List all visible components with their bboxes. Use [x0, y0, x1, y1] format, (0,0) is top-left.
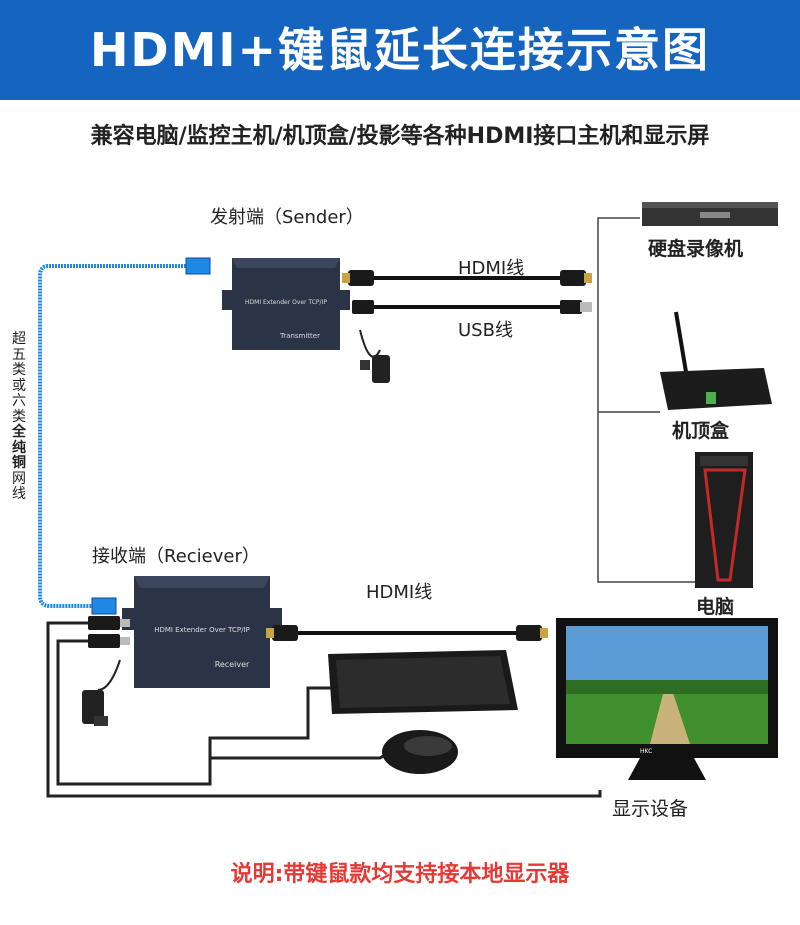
hdmi-cable-top-label: HDMI线 [458, 258, 525, 279]
network-cable-char: 全 [12, 424, 26, 440]
source-connector-line [597, 217, 698, 583]
display-label: 显示设备 [612, 798, 689, 820]
rj45-plug-top [185, 257, 211, 275]
network-cable [38, 264, 195, 608]
receiver-power-adapter [82, 659, 121, 726]
receiver-usb-plugs [88, 616, 130, 648]
monitor-brand: HKC [640, 748, 652, 755]
sender-device: HDMI Extender Over TCP/IP Transmitter [222, 258, 350, 350]
mouse-device [382, 730, 458, 774]
network-cable-char: 铜 [12, 455, 26, 471]
dvr-label: 硬盘录像机 [648, 238, 744, 260]
network-cable-char: 五 [12, 346, 26, 363]
network-cable-char: 六 [12, 393, 26, 409]
usb-cable-to-mouse [210, 750, 391, 760]
receiver-device-name: Receiver [215, 660, 250, 669]
compatibility-subtitle: 兼容电脑/监控主机/机顶盒/投影等各种HDMI接口主机和显示屏 [90, 124, 710, 149]
network-cable-char: 类 [12, 362, 26, 378]
sender-label: 发射端（Sender） [210, 207, 364, 228]
network-cable-char: 类 [12, 408, 26, 425]
page-title: HDMI+键鼠延长连接示意图 [89, 23, 711, 77]
monitor-device: HKC [556, 618, 778, 780]
usb-cable-top-label: USB线 [458, 320, 513, 341]
usage-note: 说明:带键鼠款均支持接本地显示器 [230, 862, 570, 887]
hdmi-cable-bottom-label: HDMI线 [366, 582, 433, 603]
receiver-device-text: HDMI Extender Over TCP/IP [154, 626, 250, 634]
usb-cable-to-keyboard [56, 639, 340, 786]
rj45-plug-bottom [91, 597, 117, 615]
network-cable-char: 或 [12, 377, 26, 394]
pc-label: 电脑 [696, 596, 735, 618]
network-cable-char: 网 [12, 470, 26, 487]
sender-device-text: HDMI Extender Over TCP/IP [245, 299, 327, 306]
keyboard-device [328, 650, 518, 714]
network-cable-label: 超五类或六类全纯铜网线 [10, 331, 28, 503]
hdmi-cable-bottom [266, 625, 548, 641]
header-banner: HDMI+键鼠延长连接示意图 [0, 0, 800, 100]
network-cable-char: 线 [12, 486, 26, 502]
receiver-label: 接收端（Reciever） [92, 546, 260, 567]
usb-cable-top [352, 300, 592, 314]
usb-cable-keyboard [46, 621, 602, 798]
pc-tower-device [695, 452, 753, 588]
sender-device-name: Transmitter [279, 332, 320, 340]
network-cable-char: 超 [12, 331, 26, 347]
network-cable-char: 纯 [12, 439, 26, 456]
receiver-device: HDMI Extender Over TCP/IP Receiver [122, 576, 282, 688]
sender-power-adapter [359, 329, 390, 383]
hdmi-cable-top [342, 270, 592, 286]
settop-box-label: 机顶盒 [672, 420, 730, 442]
settop-box-device [660, 311, 772, 410]
dvr-device [642, 202, 778, 226]
